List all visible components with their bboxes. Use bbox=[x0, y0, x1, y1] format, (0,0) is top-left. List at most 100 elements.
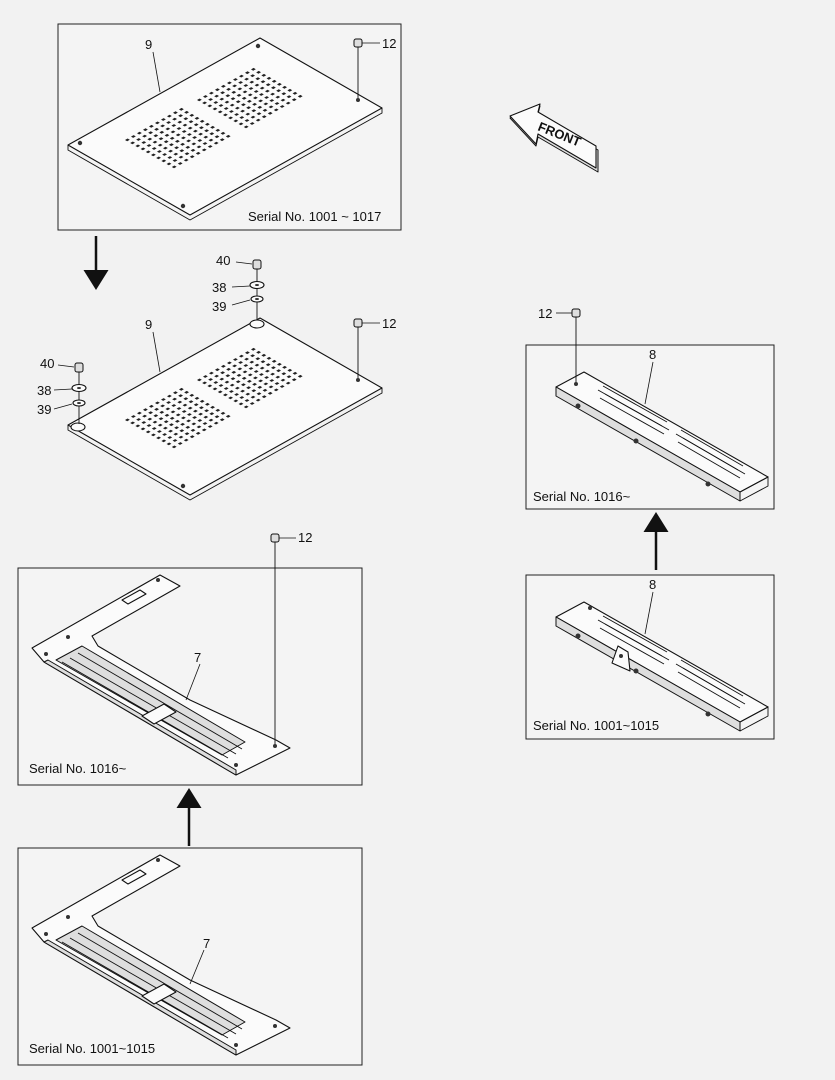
vent-hole bbox=[220, 131, 226, 135]
vent-hole bbox=[218, 384, 224, 387]
vent-hole bbox=[254, 363, 260, 367]
vent-hole bbox=[181, 136, 186, 140]
vent-hole bbox=[175, 419, 180, 423]
vent-hole bbox=[251, 109, 257, 113]
vent-hole bbox=[166, 121, 171, 124]
vent-hole bbox=[168, 149, 173, 153]
vent-hole bbox=[255, 77, 261, 81]
vent-hole bbox=[248, 367, 254, 370]
vent-hole bbox=[160, 124, 165, 128]
frame-7 bbox=[31, 854, 291, 1056]
vent-hole bbox=[161, 159, 167, 163]
vent-hole bbox=[164, 413, 170, 417]
serial-label: Serial No. 1016~ bbox=[29, 761, 127, 776]
vent-hole bbox=[292, 371, 298, 375]
vent-hole bbox=[178, 435, 184, 439]
vent-hole bbox=[167, 394, 172, 398]
vent-hole bbox=[137, 131, 142, 135]
vent-hole bbox=[169, 136, 175, 140]
vent-hole bbox=[188, 120, 194, 124]
screw-40-washer-stack-upper bbox=[249, 259, 265, 320]
vent-hole bbox=[146, 424, 152, 427]
vent-hole bbox=[245, 392, 251, 396]
vent-hole bbox=[244, 399, 250, 402]
vent-hole bbox=[147, 417, 153, 421]
vent-hole bbox=[177, 162, 183, 165]
vent-hole bbox=[281, 92, 287, 96]
vent-hole bbox=[249, 360, 255, 364]
vent-hole bbox=[261, 353, 267, 357]
vent-grid-left bbox=[125, 387, 231, 449]
vent-hole bbox=[219, 138, 225, 142]
vent-hole bbox=[196, 425, 202, 429]
serial-label: Serial No. 1001~1015 bbox=[29, 1041, 155, 1056]
vent-hole bbox=[223, 387, 229, 390]
rail-8 bbox=[555, 371, 769, 502]
vent-hole bbox=[273, 108, 279, 112]
vent-hole bbox=[136, 418, 141, 421]
callout-38: 38 bbox=[212, 280, 226, 295]
callout-12: 12 bbox=[298, 530, 312, 545]
vent-hole bbox=[267, 111, 273, 115]
vent-hole bbox=[155, 121, 160, 125]
vent-hole bbox=[143, 128, 148, 132]
vent-hole bbox=[240, 389, 245, 393]
vent-hole bbox=[179, 429, 185, 433]
vent-hole bbox=[193, 409, 198, 413]
vent-hole bbox=[245, 71, 250, 75]
vent-hole bbox=[214, 94, 219, 98]
panel-frame-new: 12 7 Serial No. 1016~ bbox=[17, 530, 363, 786]
vent-hole bbox=[265, 89, 270, 93]
panel-top-cover-new: 12 9 40 38 39 40 38 3 bbox=[37, 253, 396, 501]
vent-hole bbox=[182, 403, 188, 407]
callout-8: 8 bbox=[649, 577, 656, 592]
vent-hole bbox=[228, 396, 233, 400]
vent-hole bbox=[184, 110, 189, 114]
vent-hole bbox=[202, 422, 208, 425]
vent-hole bbox=[172, 117, 177, 121]
vent-hole bbox=[239, 74, 244, 78]
vent-hole bbox=[209, 371, 214, 375]
vent-hole bbox=[189, 393, 195, 397]
callout-8: 8 bbox=[649, 347, 656, 362]
vent-hole bbox=[166, 442, 172, 446]
vent-hole bbox=[271, 359, 277, 363]
vent-hole bbox=[230, 377, 236, 381]
vent-hole bbox=[249, 80, 255, 84]
panel-rail-new: 12 8 Serial No. 1016~ bbox=[525, 306, 775, 510]
vent-hole bbox=[250, 395, 256, 399]
vent-hole bbox=[221, 364, 226, 368]
vent-hole bbox=[169, 416, 175, 420]
vent-hole bbox=[178, 155, 184, 159]
callout-40: 40 bbox=[216, 253, 230, 268]
vent-hole bbox=[140, 427, 146, 431]
vent-hole bbox=[176, 127, 182, 130]
panel-top-cover-old: 12 9 Serial No. 1001 ~ 1017 bbox=[57, 23, 402, 231]
vent-hole bbox=[253, 370, 259, 373]
vent-hole bbox=[258, 379, 263, 383]
vent-hole bbox=[286, 95, 292, 99]
vent-hole bbox=[270, 372, 275, 376]
vent-hole bbox=[184, 152, 190, 156]
vent-hole bbox=[257, 105, 263, 109]
vent-hole bbox=[177, 120, 183, 124]
vent-hole bbox=[157, 143, 163, 147]
vent-hole bbox=[196, 145, 202, 149]
vent-hole bbox=[184, 432, 190, 436]
vent-hole bbox=[237, 367, 243, 371]
vent-hole bbox=[187, 133, 192, 136]
vent-hole bbox=[225, 134, 231, 138]
vent-hole bbox=[187, 126, 193, 130]
vent-hole bbox=[157, 423, 163, 427]
vent-hole bbox=[209, 132, 215, 136]
vent-hole bbox=[274, 102, 280, 105]
vent-hole bbox=[250, 74, 255, 78]
vent-hole bbox=[256, 112, 262, 116]
panel-frame-old: 7 Serial No. 1001~1015 bbox=[17, 847, 363, 1066]
vent-hole bbox=[247, 99, 252, 103]
vent-hole bbox=[243, 84, 249, 87]
vent-hole bbox=[247, 93, 253, 97]
vent-hole bbox=[174, 146, 179, 150]
vent-hole bbox=[239, 116, 245, 119]
vent-hole bbox=[158, 137, 164, 141]
